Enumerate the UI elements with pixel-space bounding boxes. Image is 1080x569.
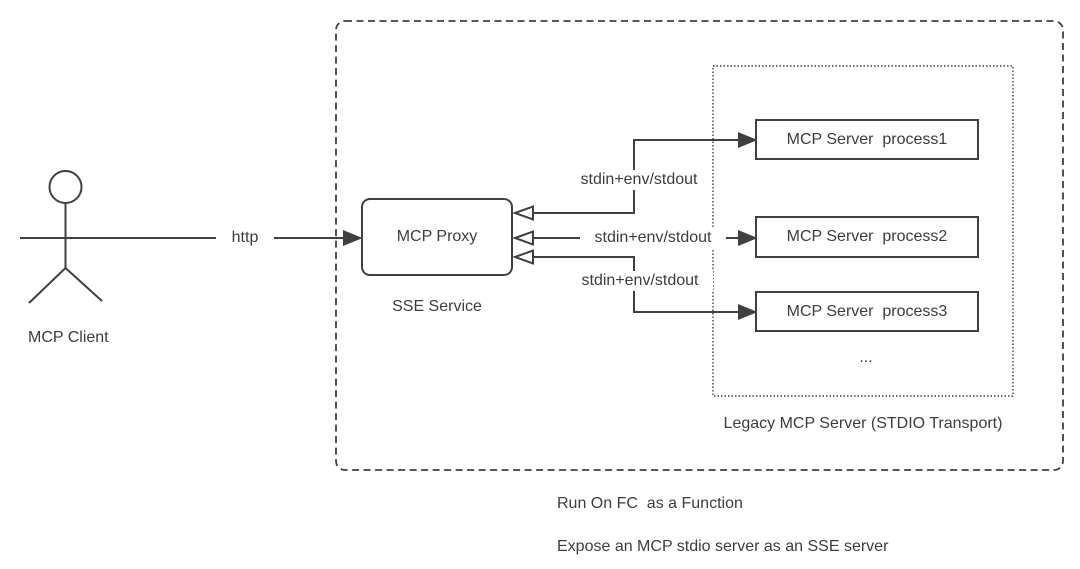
- mcp-client-label: MCP Client: [28, 329, 109, 346]
- ellipsis-label: ...: [859, 349, 873, 366]
- mcp-server-label-3: MCP Server process3: [786, 302, 948, 320]
- stdio-label-2: stdin+env/stdout: [580, 228, 726, 248]
- mcp-server-label-2: MCP Server process2: [786, 228, 948, 245]
- sse-service-label: SSE Service: [392, 298, 482, 315]
- caption-run-on-fc: Run On FC as a Function: [557, 495, 743, 512]
- mcp-server-label-1: MCP Server process1: [786, 130, 948, 148]
- caption-expose-sse: Expose an MCP stdio server as an SSE ser…: [557, 538, 889, 555]
- stick-figure-icon: [28, 170, 103, 304]
- mcp-server-node-3: MCP Server process3: [755, 291, 979, 332]
- legacy-group-label: Legacy MCP Server (STDIO Transport): [723, 415, 1003, 432]
- stdio-label-3: stdin+env/stdout: [567, 271, 713, 291]
- http-arrow-line: [20, 230, 363, 246]
- fc-dashed-boundary: [335, 20, 1064, 471]
- mcp-server-node-2: MCP Server process2: [755, 216, 979, 258]
- stdio-label-1: stdin+env/stdout: [566, 170, 712, 190]
- mcp-proxy-node: MCP Proxy: [361, 198, 513, 276]
- http-label: http: [216, 228, 274, 248]
- mcp-proxy-label: MCP Proxy: [396, 228, 478, 245]
- mcp-server-node-1: MCP Server process1: [755, 119, 979, 160]
